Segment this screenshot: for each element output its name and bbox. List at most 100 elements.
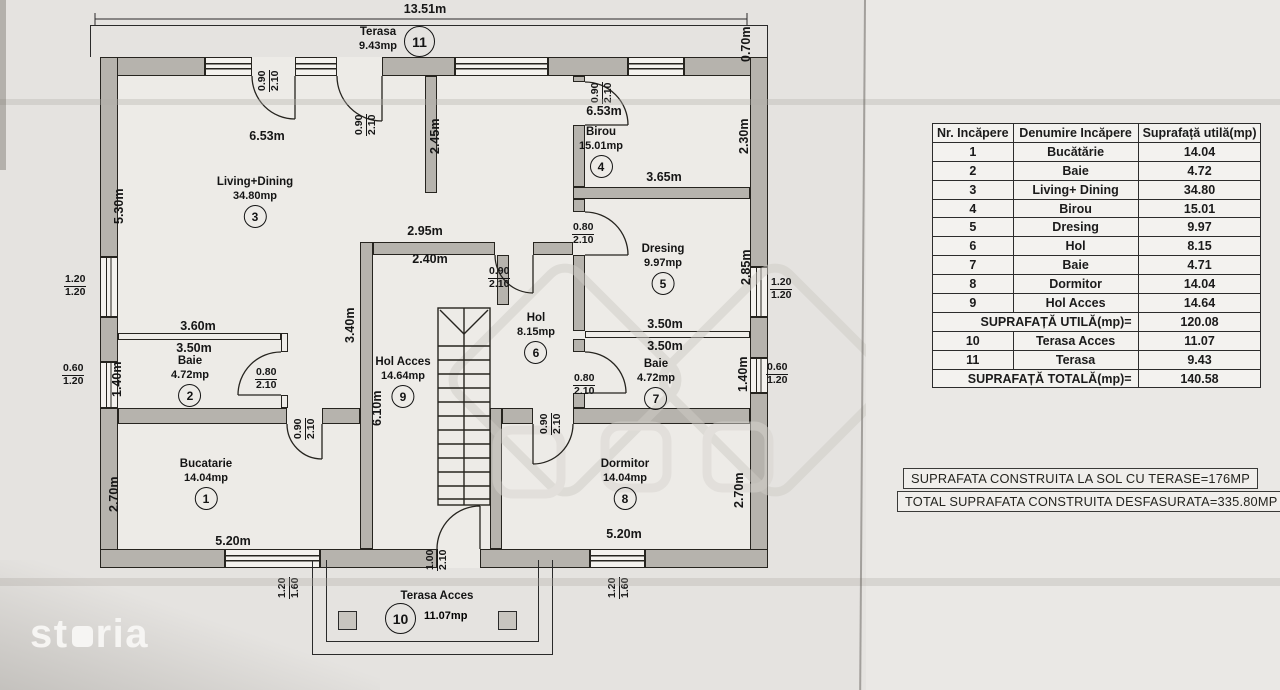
frac-h: 2.10 [365, 113, 379, 136]
dim-label: 3.50m [176, 341, 212, 355]
room-label-dormitor: Dormitor 14.04mp 8 [601, 458, 649, 510]
room-number-badge: 8 [613, 487, 637, 510]
scan-band-artifact [0, 578, 1280, 586]
dim-label: 3.40m [343, 307, 357, 343]
dim-label: 6.53m [249, 129, 285, 143]
window [295, 57, 337, 76]
room-name: Terasa [359, 26, 397, 38]
cell-name: Baie [1012, 160, 1139, 181]
room-area: 8.15mp [517, 326, 555, 338]
col-header-suprafata: Suprafață utilă(mp) [1137, 123, 1262, 143]
wall-segment [320, 549, 437, 568]
room-number-badge: 2 [178, 384, 202, 407]
room-number-badge: 6 [524, 341, 548, 364]
room-name: Living+Dining [216, 176, 294, 188]
room-number-badge: 4 [589, 155, 613, 178]
room-number-badge: 9 [391, 385, 415, 408]
room-number-badge: 10 [385, 603, 416, 634]
frac-h: 2.10 [436, 548, 450, 571]
room-label-birou: Birou 15.01mp 4 [579, 126, 623, 178]
scan-band-artifact [0, 99, 1280, 105]
wall-segment [382, 57, 455, 76]
room-name: Birou [585, 126, 617, 138]
window [590, 549, 645, 568]
terasa-column [498, 611, 517, 630]
cell-nr: 6 [932, 236, 1014, 257]
dim-label: 2.95m [407, 224, 443, 238]
window [455, 57, 548, 76]
room-label-hol: Hol 8.15mp 6 [517, 312, 555, 364]
dim-label: 5.20m [606, 527, 642, 541]
wall-segment [322, 408, 360, 424]
cell-name: Terasa [1012, 349, 1139, 370]
partition-wall [281, 395, 288, 408]
terasa-acces-inner-outline [326, 560, 539, 642]
room-label-living-dining: Living+Dining 34.80mp 3 [217, 176, 293, 228]
cell-area: 15.01 [1137, 198, 1262, 219]
terasa-acces-outline [312, 560, 553, 655]
frac-h: 1.20 [770, 288, 793, 301]
room-name: Terasa Acces [400, 590, 474, 602]
cell-name: Hol Acces [1012, 293, 1139, 313]
room-areas-table: Nr. Incăpere Denumire Incăpere Suprafață… [932, 123, 1262, 389]
room-name: Hol [526, 312, 546, 324]
cell-nr: 7 [932, 255, 1014, 276]
dim-label: 2.30m [737, 118, 751, 154]
cell-name: Terasa Acces [1012, 330, 1139, 351]
cell-area: 9.43 [1137, 349, 1262, 370]
cell-area: 8.15 [1137, 236, 1262, 257]
frac-w: 1.00 [424, 549, 436, 570]
frac-w: 0.90 [256, 70, 268, 91]
cell-area: 14.04 [1137, 274, 1262, 295]
cell-nr: 5 [932, 217, 1014, 238]
total-label: SUPRAFAȚĂ TOTALĂ(mp)= [932, 368, 1139, 389]
dim-label: 2.70m [732, 472, 746, 508]
cell-area: 11.07 [1137, 330, 1262, 351]
subtotal-label: SUPRAFAȚĂ UTILĂ(mp)= [932, 311, 1139, 332]
frac-w: 0.80 [574, 372, 595, 384]
wall-segment [750, 57, 768, 267]
dim-label: 1.40m [736, 356, 750, 392]
cell-area: 9.97 [1137, 217, 1262, 238]
table-subtotal-row: SUPRAFAȚĂ UTILĂ(mp)= 120.08 [932, 311, 1262, 332]
dim-label: 1.40m [110, 361, 124, 397]
wall-segment [100, 549, 225, 568]
frac-h: 2.10 [488, 277, 511, 290]
room-area: 14.64mp [380, 370, 426, 382]
room-name: Hol Acces [375, 356, 431, 368]
frac-h: 2.10 [268, 69, 282, 92]
cell-nr: 1 [932, 141, 1014, 162]
cell-name: Birou [1012, 198, 1139, 219]
room-label-terasa: Terasa 9.43mp [359, 26, 397, 52]
cell-area: 34.80 [1137, 179, 1262, 200]
logo-square-o-icon [71, 626, 93, 647]
frac-h: 1.20 [62, 374, 85, 387]
dim-label: 3.60m [180, 319, 216, 333]
cell-area: 4.72 [1137, 160, 1262, 181]
col-header-nr: Nr. Incăpere [932, 123, 1014, 143]
logo-text-right: ria [95, 612, 150, 656]
room-area: 11.07mp [424, 610, 468, 622]
room-label-hol-acces: Hol Acces 14.64mp 9 [375, 356, 431, 408]
dim-label: 3.65m [646, 170, 682, 184]
frac-w: 0.90 [353, 114, 365, 135]
frac-h: 2.10 [572, 233, 595, 246]
room-label-baie-2: Baie 4.72mp 2 [171, 355, 209, 407]
room-name: Baie [643, 358, 669, 370]
room-area: 4.72mp [637, 372, 675, 384]
room-area: 4.72mp [171, 369, 209, 381]
window [225, 549, 320, 568]
cell-area: 14.64 [1137, 293, 1262, 313]
room-area: 9.97mp [644, 257, 682, 269]
total-value: 140.58 [1137, 368, 1262, 389]
